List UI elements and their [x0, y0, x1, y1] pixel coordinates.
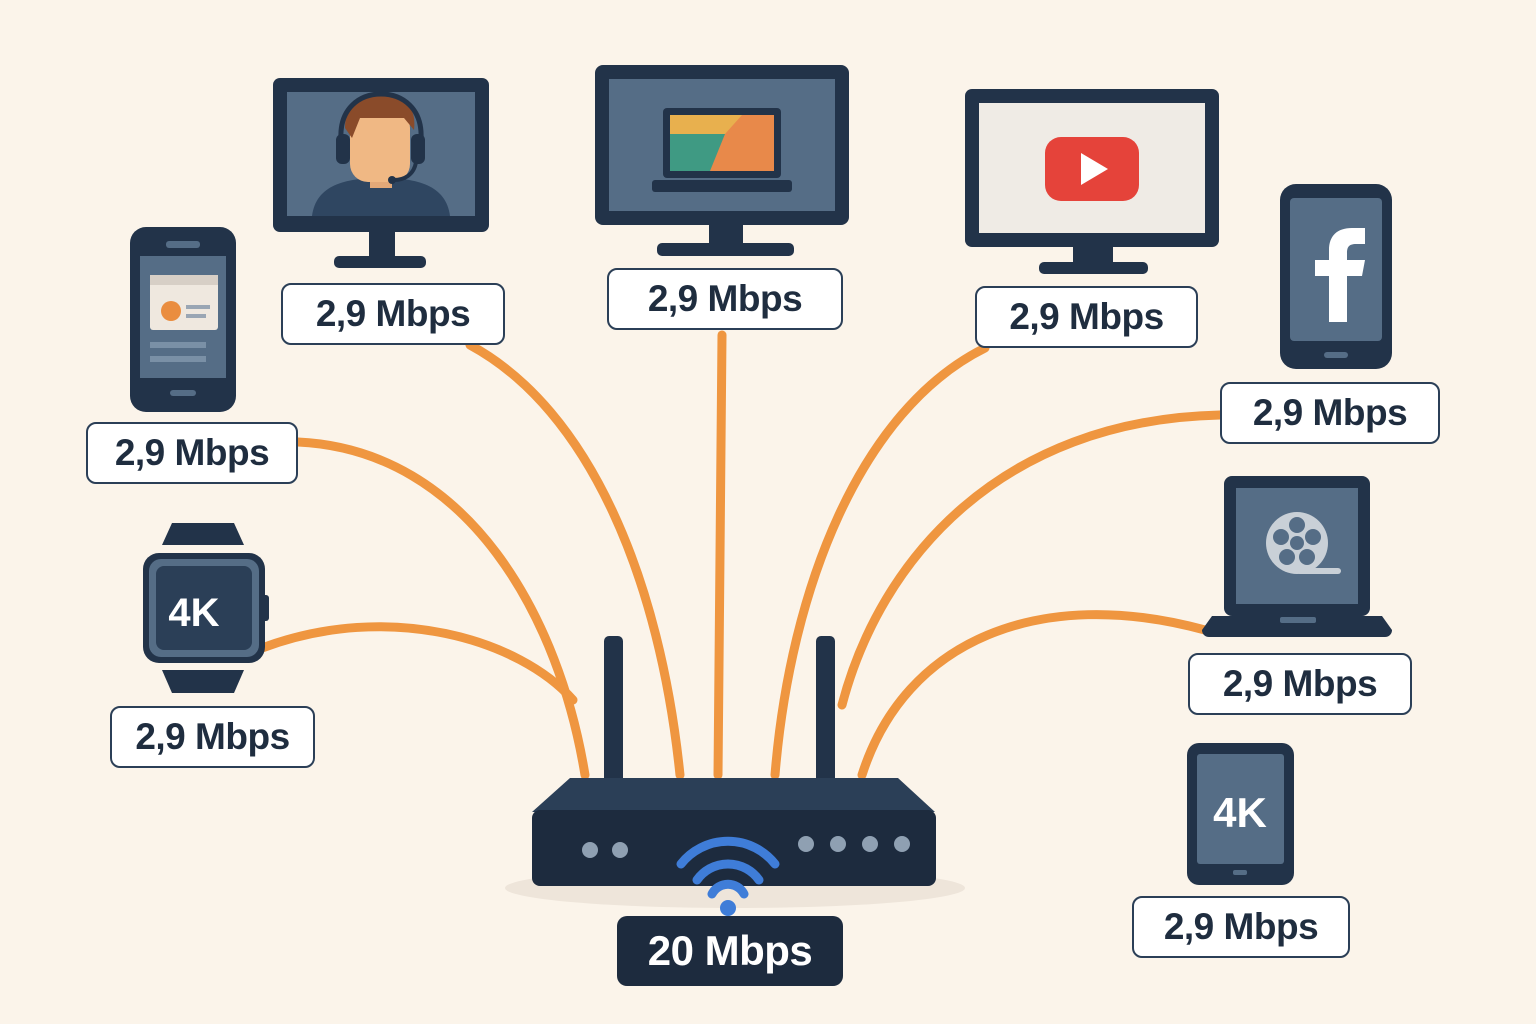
laptop-icon — [652, 108, 792, 192]
film-reel-icon — [1266, 512, 1341, 574]
cable-film-laptop — [857, 610, 1210, 780]
cable-phone — [293, 437, 590, 780]
laptop-screen-monitor — [595, 65, 849, 256]
router-speed-label: 20 Mbps — [617, 916, 843, 986]
speed-label-smartphone: 2,9 Mbps — [86, 422, 298, 484]
tablet: 4K — [1187, 743, 1294, 885]
wifi-icon — [676, 836, 780, 899]
tablet-4k-label: 4K — [1213, 789, 1267, 836]
wifi-router-icon — [505, 636, 965, 916]
app-card-icon — [150, 275, 218, 362]
speed-label-film-laptop: 2,9 Mbps — [1188, 653, 1412, 715]
smartwatch: 4K — [143, 523, 269, 693]
play-button-icon — [1045, 137, 1139, 201]
cable-watch — [257, 622, 578, 705]
speed-label-smartwatch: 2,9 Mbps — [110, 706, 315, 768]
speed-label-youtube: 2,9 Mbps — [975, 286, 1198, 348]
speed-label-video-call: 2,9 Mbps — [281, 283, 505, 345]
smartphone — [130, 227, 236, 412]
speed-label-tablet: 2,9 Mbps — [1132, 896, 1350, 958]
speed-label-facebook: 2,9 Mbps — [1220, 382, 1440, 444]
speed-label-laptop-screen: 2,9 Mbps — [607, 268, 843, 330]
cable-facebook — [837, 410, 1225, 710]
cable-laptop-screen — [713, 330, 727, 780]
film-laptop — [1202, 476, 1392, 637]
facebook-icon — [1315, 228, 1365, 322]
cables — [257, 330, 1225, 780]
video-call-monitor — [273, 78, 489, 268]
watch-4k-label: 4K — [168, 591, 219, 635]
cable-youtube — [770, 343, 990, 780]
cable-video-call — [465, 340, 685, 780]
facebook-phone — [1280, 184, 1392, 369]
youtube-monitor — [965, 89, 1219, 274]
headset-person-icon — [312, 91, 450, 216]
